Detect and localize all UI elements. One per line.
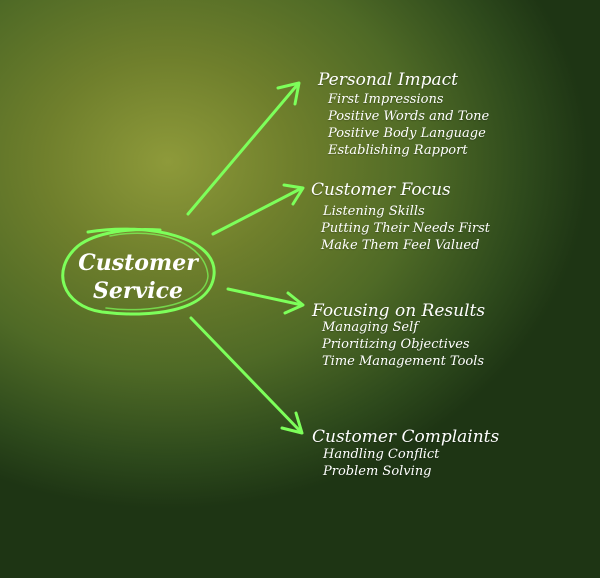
group-item-positive-body-language: Positive Body Language — [328, 126, 486, 141]
center-ellipse — [61, 227, 216, 316]
group-item-establishing-rapport: Establishing Rapport — [328, 143, 468, 158]
center-ellipse-stroke-2 — [105, 232, 209, 311]
group-item-prioritizing-objectives: Prioritizing Objectives — [322, 337, 470, 352]
group-title-customer-complaints: Customer Complaints — [312, 427, 500, 447]
group-title-focusing-on-results: Focusing on Results — [312, 301, 486, 321]
center-label: Customer Service — [63, 249, 213, 305]
arrow-focusing-on-results — [226, 287, 305, 315]
center-label-line-1: Customer — [78, 250, 198, 276]
arrow-personal-impact — [186, 81, 301, 216]
group-item-first-impressions: First Impressions — [328, 92, 444, 107]
arrow-customer-focus — [211, 183, 305, 236]
group-item-managing-self: Managing Self — [322, 320, 419, 335]
group-title-personal-impact: Personal Impact — [318, 70, 458, 90]
group-title-customer-focus: Customer Focus — [311, 180, 451, 200]
group-item-time-management-tools: Time Management Tools — [322, 354, 485, 369]
group-item-handling-conflict: Handling Conflict — [323, 447, 440, 462]
group-item-feel-valued: Make Them Feel Valued — [321, 238, 480, 253]
group-item-problem-solving: Problem Solving — [323, 464, 432, 479]
group-item-putting-needs-first: Putting Their Needs First — [321, 221, 490, 236]
center-label-line-2: Service — [92, 278, 183, 304]
group-item-listening-skills: Listening Skills — [323, 204, 425, 219]
group-item-positive-words: Positive Words and Tone — [328, 109, 490, 124]
arrow-customer-complaints — [189, 316, 304, 435]
